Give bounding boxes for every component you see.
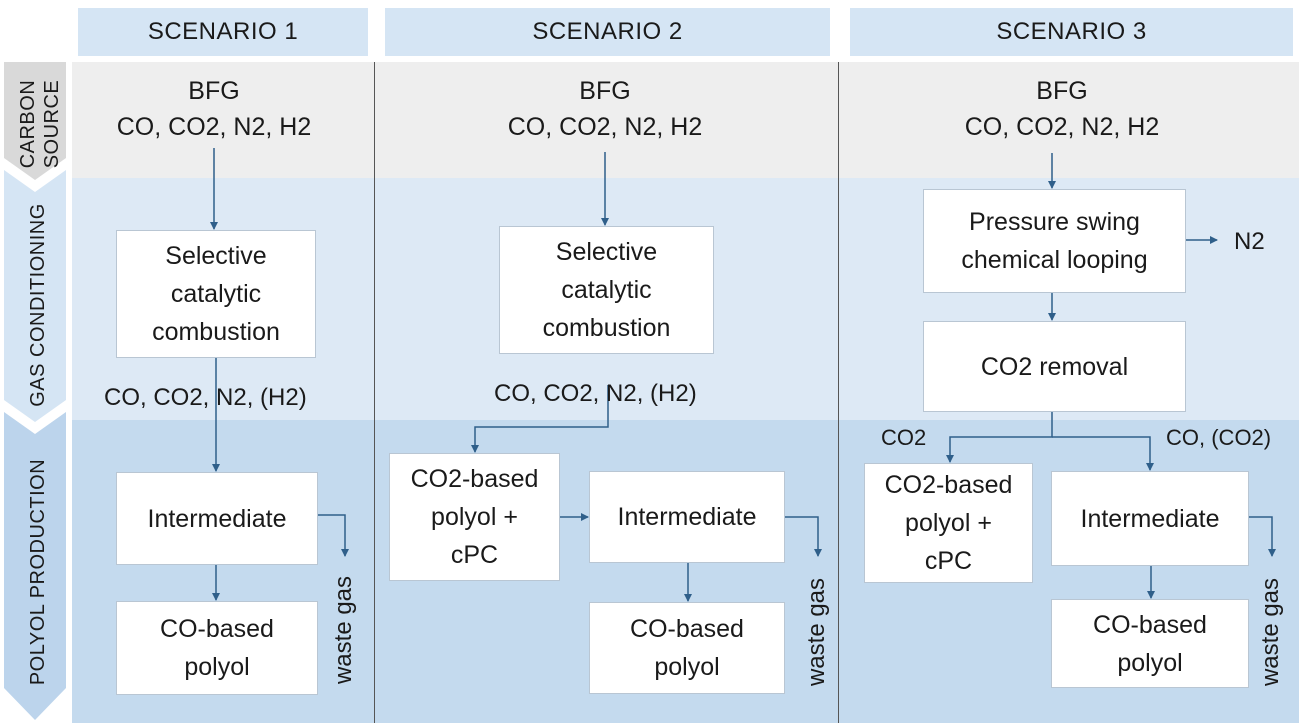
s1-combustion-box: Selective catalytic combustion bbox=[116, 230, 316, 358]
s1-arrow-waste bbox=[318, 514, 349, 557]
s3-co-polyol-box: CO-based polyol bbox=[1051, 599, 1249, 688]
header-scenario-3: SCENARIO 3 bbox=[850, 8, 1293, 56]
s1-out-gas-label: CO, CO2, N2, (H2) bbox=[104, 384, 307, 411]
s2-co2-polyol-box: CO2-based polyol + cPC bbox=[389, 453, 560, 581]
s2-waste-gas-label: waste gas bbox=[803, 577, 830, 687]
s2-arrow-gas-co2polyol bbox=[471, 385, 609, 453]
s3-intermediate-box: Intermediate bbox=[1051, 471, 1249, 566]
s2-intermediate-box: Intermediate bbox=[589, 471, 785, 563]
stage-arrows bbox=[4, 62, 66, 720]
s3-source: BFG CO, CO2, N2, H2 bbox=[964, 77, 1160, 141]
s1-waste-gas-label: waste gas bbox=[330, 575, 357, 685]
s1-source: BFG CO, CO2, N2, H2 bbox=[116, 77, 312, 141]
s3-co2-removal-box: CO2 removal bbox=[923, 321, 1186, 412]
s1-co-polyol-box: CO-based polyol bbox=[116, 601, 318, 695]
s3-co-branch-label: CO, (CO2) bbox=[1166, 425, 1272, 450]
s2-combustion-box: Selective catalytic combustion bbox=[499, 226, 714, 354]
s3-co2-branch-label: CO2 bbox=[881, 425, 927, 450]
s2-arrow-waste bbox=[785, 516, 822, 557]
s3-co2-polyol-box: CO2-based polyol + cPC bbox=[864, 463, 1033, 583]
s1-intermediate-box: Intermediate bbox=[116, 472, 318, 565]
header-scenario-1: SCENARIO 1 bbox=[78, 8, 368, 56]
s3-psa-box: Pressure swing chemical looping bbox=[923, 189, 1186, 293]
s3-arrow-waste bbox=[1249, 516, 1276, 557]
s3-n2-label: N2 bbox=[1234, 228, 1265, 255]
separator-1 bbox=[374, 62, 375, 723]
s2-source: BFG CO, CO2, N2, H2 bbox=[507, 77, 703, 141]
carbon-source-band bbox=[72, 62, 1299, 178]
gas-stage-arrow bbox=[4, 170, 66, 422]
header-scenario-2: SCENARIO 2 bbox=[385, 8, 830, 56]
s3-arrow-co2-branch bbox=[946, 412, 1053, 463]
polyol-stage-arrow bbox=[4, 412, 66, 720]
s2-out-gas-label: CO, CO2, N2, (H2) bbox=[494, 380, 697, 407]
carbon-stage-arrow bbox=[4, 62, 66, 180]
s2-co-polyol-box: CO-based polyol bbox=[589, 602, 785, 694]
s3-arrow-co-branch bbox=[1052, 436, 1154, 471]
s3-waste-gas-label: waste gas bbox=[1257, 577, 1284, 687]
separator-2 bbox=[838, 62, 839, 723]
